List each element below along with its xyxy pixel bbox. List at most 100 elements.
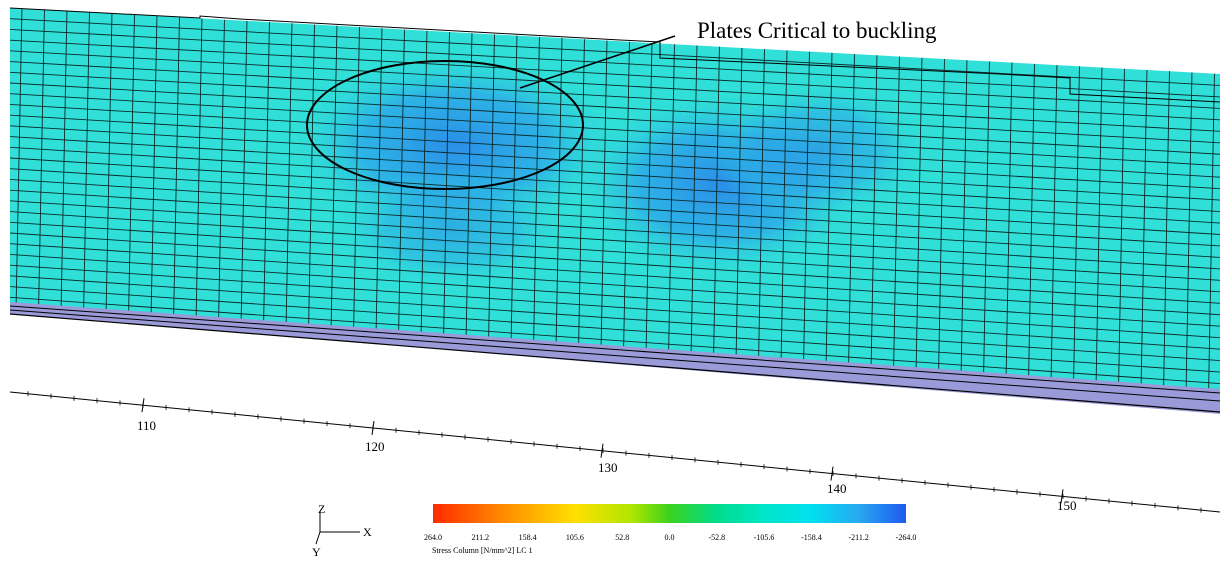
mesh-column-line <box>533 34 540 349</box>
triad-x-label: X <box>363 525 372 539</box>
mesh-column-line <box>15 8 23 311</box>
legend-value-label: -211.2 <box>849 533 869 542</box>
mesh-column-line <box>240 18 248 328</box>
mesh-row-line <box>10 136 1220 213</box>
plate-edge-line-3 <box>9 313 1220 413</box>
mesh-column-line <box>1185 70 1193 395</box>
axis-tick-label: 120 <box>365 439 385 454</box>
triad-y-label: Y <box>312 545 321 559</box>
callout-label: Plates Critical to buckling <box>697 18 937 43</box>
mesh-column-line <box>893 54 900 374</box>
mesh-row-line <box>10 61 1220 132</box>
axis-major-tick <box>141 398 145 413</box>
mesh-column-line <box>308 22 315 332</box>
mesh-row-line <box>10 93 1220 167</box>
mesh-column-line <box>1095 65 1103 389</box>
mesh-column-line <box>645 41 653 357</box>
mesh-row-line <box>10 275 1220 362</box>
axis-tick-label: 130 <box>598 460 618 475</box>
mesh-column-line <box>285 21 293 331</box>
legend-value-label: 264.0 <box>424 533 442 542</box>
mesh-column-line <box>60 9 68 315</box>
mesh-column-line <box>1163 69 1170 394</box>
mesh-column-line <box>150 14 158 321</box>
mesh-row-line <box>10 168 1220 247</box>
callout-leader-line <box>519 35 676 89</box>
mesh-column-line <box>38 8 45 313</box>
mesh-column-line <box>263 20 270 329</box>
mesh-column-line <box>330 23 338 334</box>
mesh-row-line <box>10 28 1220 98</box>
mesh-column-line <box>960 58 968 379</box>
coordinate-triad: Z X Y <box>312 502 372 559</box>
mesh-row-line <box>10 157 1220 235</box>
mesh-row-line <box>10 296 1220 384</box>
mesh-row-line <box>10 114 1220 190</box>
legend-value-label: 52.8 <box>615 533 629 542</box>
axis-ticks <box>27 391 1202 513</box>
critical-region-ellipse <box>306 60 584 190</box>
mesh-row-line <box>10 103 1220 178</box>
mesh-row-line <box>10 146 1220 224</box>
mesh-row-line <box>10 286 1220 373</box>
mesh-row-line <box>10 264 1220 350</box>
plate-panel <box>9 7 1220 414</box>
mesh-column-line <box>600 38 608 353</box>
mesh-row-line <box>10 232 1220 316</box>
mesh-column-line <box>1005 60 1013 383</box>
mesh-column-line <box>938 56 945 378</box>
mesh-row-line <box>10 200 1220 281</box>
axis-major-tick <box>600 443 604 458</box>
mesh-column-line <box>578 37 585 352</box>
mesh-row-line <box>10 50 1220 121</box>
plate-edge-line-1 <box>9 305 1220 394</box>
global-axis: 110 120 130 140 150 <box>9 391 1220 513</box>
axis-major-tick <box>1060 489 1064 504</box>
mesh-column-line <box>758 47 765 365</box>
mesh-row-line <box>10 221 1220 304</box>
axis-tick-label: 150 <box>1057 498 1077 513</box>
legend-value-label: 158.4 <box>519 533 537 542</box>
mesh-column-line <box>1208 71 1215 395</box>
mesh-column-line <box>398 27 405 339</box>
mesh-column-line <box>915 55 923 376</box>
mesh-column-line <box>443 29 450 342</box>
mesh-column-line <box>780 48 788 366</box>
mesh-column-line <box>173 15 180 323</box>
axis-major-tick <box>830 466 834 481</box>
mesh-column-line <box>803 49 810 368</box>
mesh-column-line <box>690 43 698 360</box>
legend-color-bar <box>433 504 906 523</box>
axis-major-tick <box>371 420 375 436</box>
mesh-column-line <box>83 10 90 316</box>
mesh-row-line <box>10 178 1220 258</box>
triad-y-axis <box>315 531 321 545</box>
mesh-column-line <box>870 53 878 373</box>
mesh-row-line <box>10 71 1220 144</box>
mesh-row-line <box>10 18 1220 86</box>
plate-edge-line-2 <box>9 309 1220 402</box>
plate-mesh <box>10 8 1220 395</box>
mesh-row-line <box>10 243 1220 327</box>
legend-value-label: -158.4 <box>801 533 822 542</box>
mesh-column-line <box>713 44 720 362</box>
mesh-column-line <box>218 17 225 326</box>
axis-tick-label: 110 <box>137 418 156 433</box>
mesh-column-line <box>668 42 675 358</box>
plate-top-edge <box>9 7 1220 103</box>
mesh-column-line <box>195 16 203 324</box>
mesh-column-line <box>1028 61 1035 384</box>
mesh-column-line <box>510 33 518 347</box>
plate-edge-band <box>10 302 1220 414</box>
mesh-column-line <box>1073 64 1080 387</box>
axis-tick-label: 140 <box>827 481 847 496</box>
mesh-column-line <box>735 45 743 363</box>
mesh-column-line <box>128 12 135 319</box>
mesh-column-line <box>488 32 495 345</box>
axis-line <box>9 391 1220 513</box>
mesh-column-line <box>623 39 630 355</box>
mesh-column-line <box>1118 66 1125 391</box>
mesh-column-line <box>1050 63 1058 386</box>
mesh-column-line <box>420 28 428 340</box>
